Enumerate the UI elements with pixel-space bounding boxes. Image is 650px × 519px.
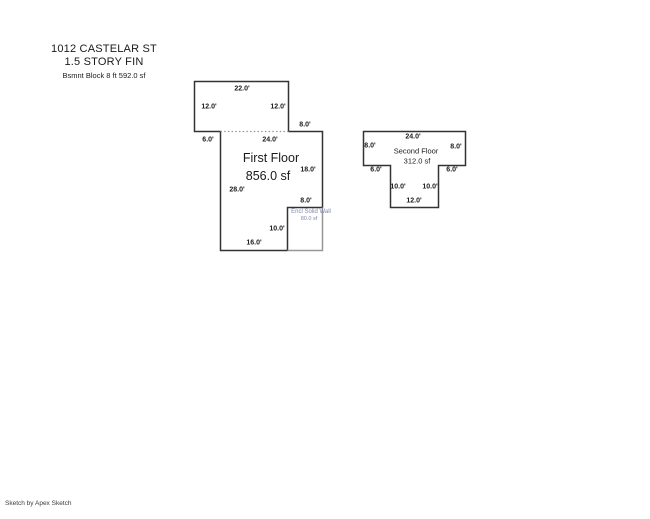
encl-wall-box xyxy=(286,206,323,251)
first-floor-outline xyxy=(193,80,290,252)
sf-dim-left: 8.0' xyxy=(364,142,376,150)
ff-dim-encl-top: 8.0' xyxy=(300,197,312,205)
sf-dim-bottom: 12.0' xyxy=(406,197,422,205)
sf-dim-step-right: 6.0' xyxy=(446,166,458,174)
sf-dim-ext-right: 10.0' xyxy=(422,183,438,191)
sf-title: Second Floor xyxy=(393,146,439,156)
encl-wall-area: 80.0 sf xyxy=(300,216,318,222)
encl-wall-box-light xyxy=(287,207,324,252)
sketch-credit: Sketch by Apex Sketch xyxy=(5,500,72,507)
sf-dim-ext-left: 10.0' xyxy=(390,183,406,191)
ff-dim-step-left: 6.0' xyxy=(202,136,214,144)
ff-dim-upper-left: 12.0' xyxy=(201,103,217,111)
encl-wall-title: Encl Solid Wall xyxy=(291,209,331,215)
ff-dim-right: 18.0' xyxy=(300,166,316,174)
ff-dim-bottom: 16.0' xyxy=(246,239,262,247)
ff-dim-upper-right: 12.0' xyxy=(270,103,286,111)
property-header: 1012 CASTELAR ST 1.5 STORY FIN Bsmnt Blo… xyxy=(38,43,170,80)
property-address: 1012 CASTELAR ST xyxy=(51,43,157,55)
first-floor-right-step xyxy=(288,130,324,208)
ff-dim-shared: 24.0' xyxy=(262,136,278,144)
basement-info: Bsmnt Block 8 ft 592.0 sf xyxy=(62,71,146,80)
ff-area: 856.0 sf xyxy=(245,169,291,183)
ff-dim-top: 22.0' xyxy=(234,85,250,93)
sf-dim-step-left: 6.0' xyxy=(370,166,382,174)
sf-dim-top: 24.0' xyxy=(405,133,421,141)
ff-dim-left: 28.0' xyxy=(229,186,245,194)
ff-title: First Floor xyxy=(242,151,300,165)
ff-dim-step-right: 8.0' xyxy=(299,121,311,129)
story-description: 1.5 STORY FIN xyxy=(64,56,144,68)
sf-area: 312.0 sf xyxy=(403,156,431,166)
sf-dim-right: 8.0' xyxy=(450,143,462,151)
second-floor-outline xyxy=(362,130,467,209)
ff-dim-encl-side: 10.0' xyxy=(269,225,285,233)
